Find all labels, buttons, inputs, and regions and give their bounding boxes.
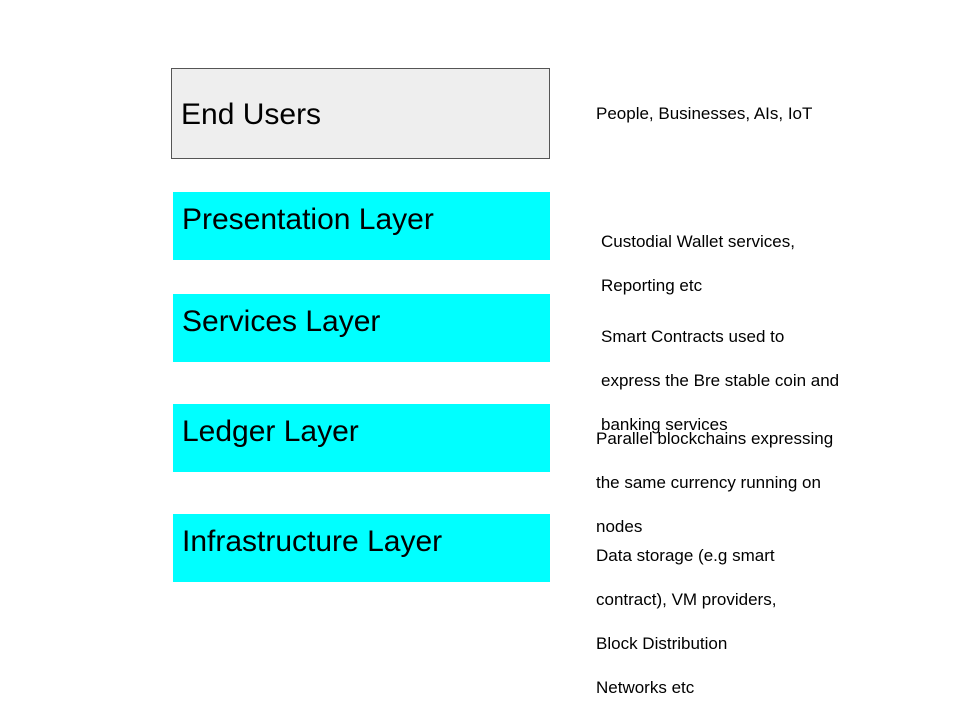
ledger-layer-description: Parallel blockchains expressing the same… bbox=[596, 406, 833, 560]
services-layer-box: Services Layer bbox=[173, 294, 550, 362]
end-users-box: End Users bbox=[171, 68, 550, 159]
description-line: nodes bbox=[596, 517, 643, 536]
presentation-layer-description: Custodial Wallet services, Reporting etc bbox=[601, 209, 795, 319]
ledger-layer-box: Ledger Layer bbox=[173, 404, 550, 472]
description-line: Parallel blockchains expressing bbox=[596, 429, 834, 448]
presentation-layer-label: Presentation Layer bbox=[182, 203, 434, 236]
description-line: contract), VM providers, bbox=[596, 590, 777, 609]
description-line: Smart Contracts used to bbox=[601, 327, 785, 346]
description-line: Block Distribution bbox=[596, 634, 728, 653]
description-line: Reporting etc bbox=[601, 276, 703, 295]
end-users-label: End Users bbox=[181, 97, 322, 131]
presentation-layer-box: Presentation Layer bbox=[173, 192, 550, 260]
description-line: the same currency running on bbox=[596, 473, 821, 492]
description-line: express the Bre stable coin and bbox=[601, 371, 840, 390]
description-line: Custodial Wallet services, bbox=[601, 232, 795, 251]
ledger-layer-label: Ledger Layer bbox=[182, 415, 359, 448]
infrastructure-layer-box: Infrastructure Layer bbox=[173, 514, 550, 582]
description-line: banking services bbox=[601, 415, 728, 434]
services-layer-description: Smart Contracts used to express the Bre … bbox=[601, 304, 839, 458]
end-users-description: People, Businesses, AIs, IoT bbox=[596, 81, 812, 147]
description-line: Networks etc bbox=[596, 678, 695, 697]
services-layer-label: Services Layer bbox=[182, 305, 381, 338]
description-line: People, Businesses, AIs, IoT bbox=[596, 104, 813, 123]
description-line: Data storage (e.g smart bbox=[596, 546, 775, 565]
infrastructure-layer-description: Data storage (e.g smart contract), VM pr… bbox=[596, 523, 776, 721]
infrastructure-layer-label: Infrastructure Layer bbox=[182, 525, 443, 558]
